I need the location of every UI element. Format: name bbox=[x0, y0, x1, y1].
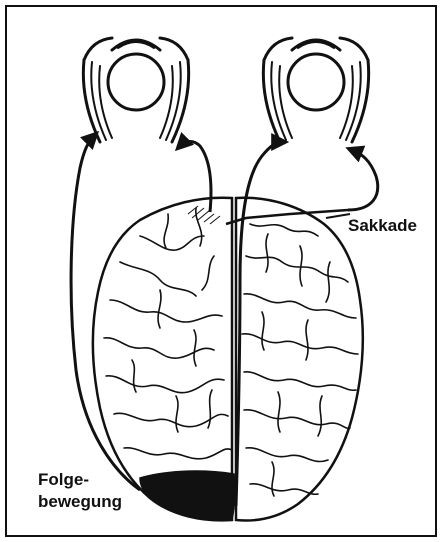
pursuit-region bbox=[140, 471, 235, 520]
pursuit-label-line2: bewegung bbox=[38, 492, 122, 512]
pursuit-label-line1: Folge- bbox=[38, 470, 89, 490]
right-eye-icon bbox=[263, 38, 368, 142]
brain-icon bbox=[93, 198, 363, 521]
saccade-label: Sakkade bbox=[348, 216, 417, 236]
saccade-pointer bbox=[326, 214, 350, 218]
saccade-arrow-right bbox=[348, 150, 378, 210]
left-eye-icon bbox=[83, 38, 188, 142]
